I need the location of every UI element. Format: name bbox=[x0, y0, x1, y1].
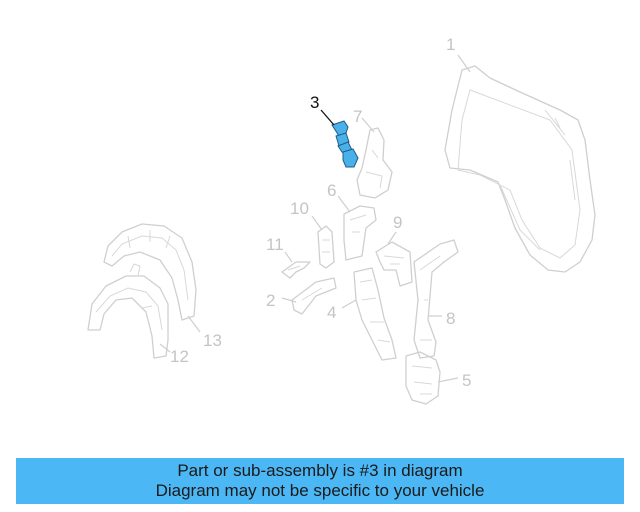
callout-1: 1 bbox=[446, 35, 455, 54]
part-7-bracket bbox=[356, 117, 393, 199]
banner-line-part: Part or sub-assembly is #3 in diagram bbox=[177, 461, 463, 480]
callout-2: 2 bbox=[266, 291, 275, 310]
banner-line-disclaimer: Diagram may not be specific to your vehi… bbox=[155, 481, 485, 500]
callout-5: 5 bbox=[462, 371, 471, 390]
part-13-wheelhouse bbox=[103, 223, 201, 333]
part-5-bracket bbox=[405, 351, 459, 405]
part-8-brace bbox=[413, 239, 459, 359]
callout-8: 8 bbox=[446, 309, 455, 328]
callout-9: 9 bbox=[393, 213, 402, 232]
callout-7: 7 bbox=[353, 107, 362, 126]
info-banner: Part or sub-assembly is #3 in diagram Di… bbox=[16, 458, 624, 504]
part-1-quarter-panel bbox=[444, 54, 596, 273]
part-11-clip bbox=[281, 251, 311, 279]
part-2-extension bbox=[281, 277, 337, 315]
part-10-bracket bbox=[311, 215, 335, 269]
callout-4: 4 bbox=[327, 303, 336, 322]
part-4-inner-panel bbox=[341, 267, 397, 361]
callout-12: 12 bbox=[170, 347, 189, 366]
callout-6: 6 bbox=[327, 181, 336, 200]
callout-3: 3 bbox=[310, 93, 319, 112]
callout-13: 13 bbox=[203, 331, 222, 350]
part-3-reinforcement[interactable] bbox=[320, 109, 359, 168]
parts-diagram: 1 2 3 4 5 6 7 8 9 10 11 12 13 bbox=[87, 35, 596, 405]
callout-11: 11 bbox=[266, 235, 284, 254]
part-6-pillar bbox=[337, 195, 377, 261]
callout-10: 10 bbox=[290, 199, 309, 218]
part-12-liner bbox=[87, 263, 171, 359]
part-9-bracket bbox=[375, 231, 413, 287]
